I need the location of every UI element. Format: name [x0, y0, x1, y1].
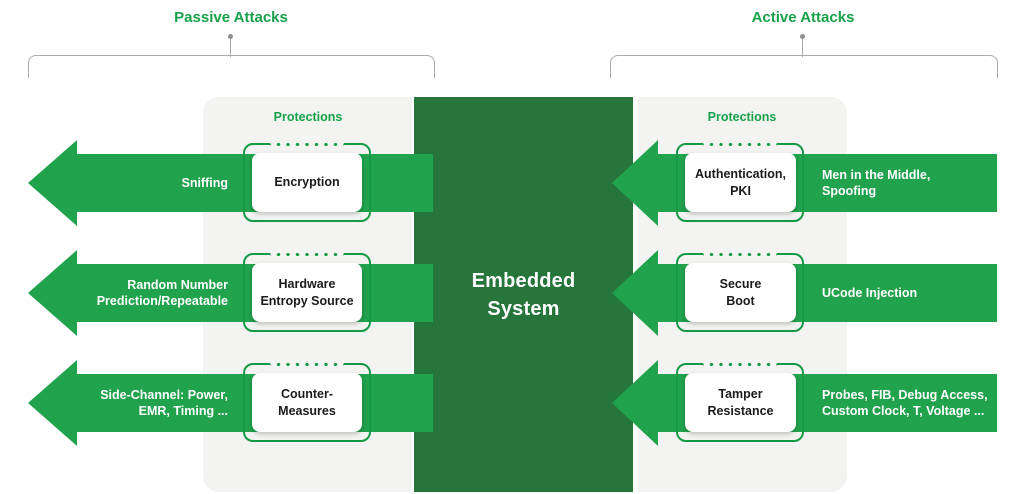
- passive-arrowhead-icon: [28, 250, 77, 336]
- passive-attacks-title: Passive Attacks: [174, 9, 288, 26]
- attack-label-random-number: Random Number Prediction/Repeatable: [96, 277, 228, 308]
- attack-label-probes: Probes, FIB, Debug Access, Custom Clock,…: [822, 387, 988, 418]
- protection-label: Authentication, PKI: [695, 167, 786, 198]
- protection-label: Tamper Resistance: [707, 387, 774, 418]
- dotted-border-icon: [270, 142, 344, 146]
- protection-label: Secure Boot: [719, 277, 762, 308]
- passive-arrowhead-icon: [28, 140, 77, 226]
- protection-label: Encryption: [274, 175, 340, 190]
- attack-label-ucode-injection: UCode Injection: [822, 285, 918, 300]
- passive-protections-label: Protections: [273, 110, 343, 124]
- active-arrowhead-icon: [612, 360, 658, 446]
- dotted-border-icon: [703, 362, 777, 366]
- protection-box-authentication: Authentication, PKI: [685, 153, 796, 212]
- protection-outline-authentication: [676, 142, 804, 222]
- attack-label-mitm: Men in the Middle, Spoofing: [822, 167, 931, 198]
- active-attacks-title: Active Attacks: [751, 9, 855, 26]
- protection-label: Counter- Measures: [278, 387, 336, 418]
- active-bracket-stem: [802, 39, 803, 57]
- attack-label-side-channel: Side-Channel: Power, EMR, Timing ...: [100, 387, 228, 418]
- protection-outline-encryption: [243, 142, 371, 222]
- protection-box-secure-boot: Secure Boot: [685, 263, 796, 322]
- protection-box-entropy: Hardware Entropy Source: [252, 263, 362, 322]
- dotted-border-icon: [703, 142, 777, 146]
- protection-outline-tamper: [676, 362, 804, 442]
- protection-box-countermeasures: Counter- Measures: [252, 373, 362, 432]
- active-bracket-dot: [800, 34, 805, 39]
- active-protections-label: Protections: [707, 110, 777, 124]
- protection-box-tamper: Tamper Resistance: [685, 373, 796, 432]
- passive-bracket-dot: [228, 34, 233, 39]
- dotted-border-icon: [703, 252, 777, 256]
- protection-outline-entropy: [243, 252, 371, 332]
- protection-outline-secure-boot: [676, 252, 804, 332]
- attack-label-sniffing: Sniffing: [181, 175, 228, 190]
- active-arrowhead-icon: [612, 140, 658, 226]
- protection-outline-countermeasures: [243, 362, 371, 442]
- protection-label: Hardware Entropy Source: [260, 277, 354, 308]
- embedded-system-title: Embedded System: [471, 269, 576, 320]
- passive-bracket: [28, 55, 435, 78]
- passive-arrowhead-icon: [28, 360, 77, 446]
- active-arrowhead-icon: [612, 250, 658, 336]
- dotted-border-icon: [270, 362, 344, 366]
- embedded-system-block: Embedded System: [414, 97, 633, 492]
- active-bracket: [610, 55, 998, 78]
- dotted-border-icon: [270, 252, 344, 256]
- protection-box-encryption: Encryption: [252, 153, 362, 212]
- passive-bracket-stem: [230, 39, 231, 57]
